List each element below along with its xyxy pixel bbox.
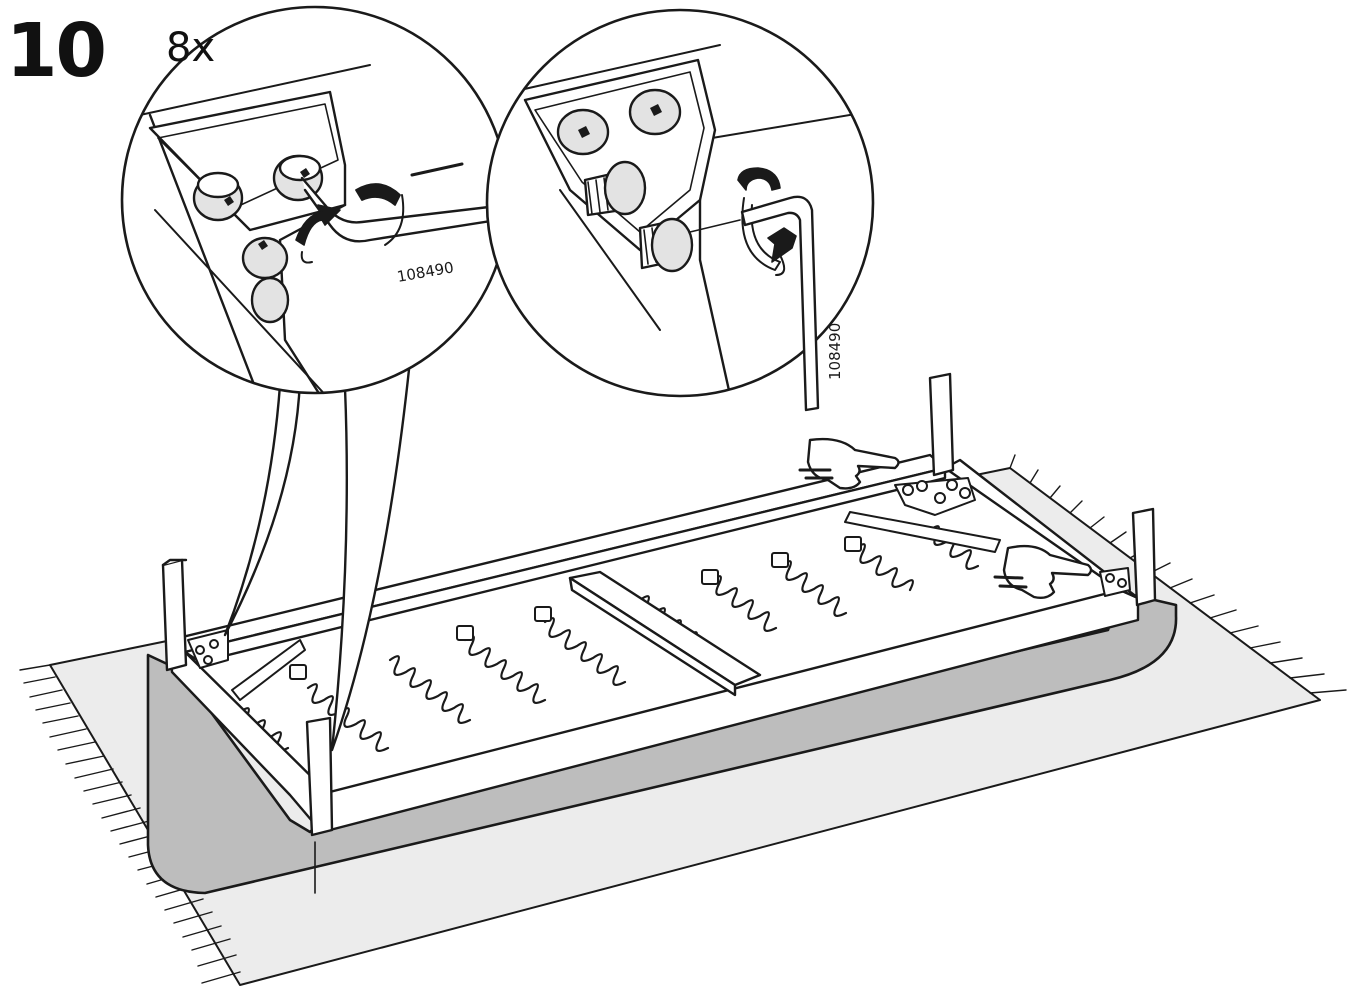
callout-part-number: 108490: [826, 323, 844, 380]
callout-tails: [223, 358, 412, 752]
leg-back-right: [928, 372, 955, 477]
pointing-hand-front: [993, 544, 1093, 600]
center-rail-side: [568, 576, 737, 697]
bracket-back-left: [187, 629, 229, 669]
spring-clips: [289, 536, 862, 680]
hex-key-icon: [300, 176, 508, 243]
corner-brackets: [187, 477, 1131, 701]
spring-icon: [306, 683, 390, 752]
sofa-legs: [161, 372, 1157, 837]
quantity-label: 8x: [166, 25, 216, 71]
diagonal-brace: [844, 511, 1001, 553]
detail-callout-tighten: 108490: [485, 8, 875, 412]
rug-fringe-right: [1009, 454, 1347, 694]
rotation-arrow-icon: [355, 183, 401, 206]
leg-front-left: [305, 716, 334, 837]
leg-back-left: [161, 558, 188, 672]
step-number: 10: [6, 8, 107, 94]
bolt-icon: [192, 154, 324, 324]
detail-callout-loosen: 108490: [120, 5, 510, 395]
pointing-hand-back: [798, 437, 900, 490]
leg-front-right: [1131, 507, 1157, 607]
